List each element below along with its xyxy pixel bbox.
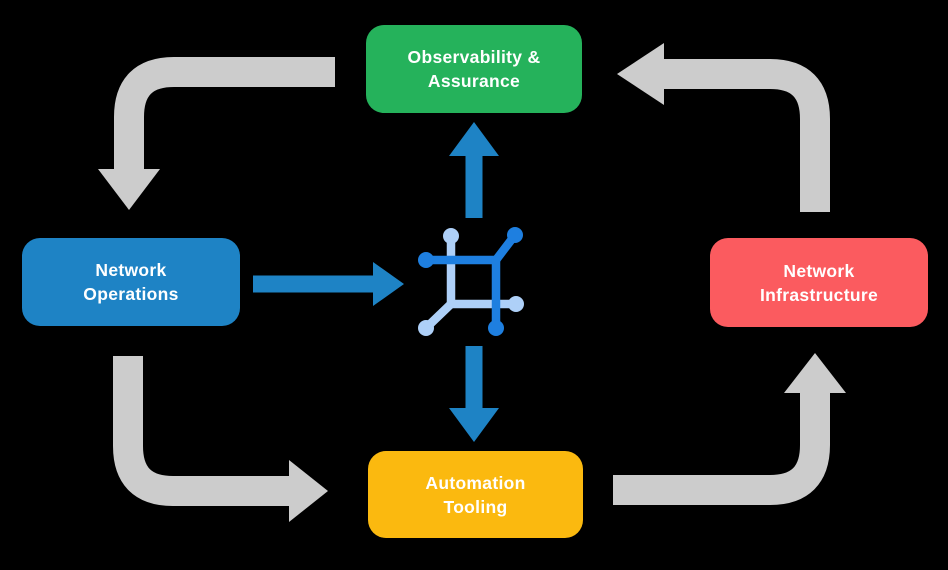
node-label-line: Infrastructure — [760, 284, 878, 305]
cycle-arrow-bottom-right — [613, 353, 846, 505]
cycle-arrow-top-left-head — [98, 169, 160, 210]
node-network-operations: Network Operations — [22, 238, 240, 326]
node-automation-tooling: Automation Tooling — [368, 451, 583, 538]
icon-left-node — [418, 252, 434, 268]
cycle-arrow-bottom-left — [113, 356, 328, 522]
flow-arrow-right — [253, 262, 404, 306]
node-label-line: Observability & — [407, 47, 541, 67]
node-label-line: Automation — [425, 472, 526, 493]
icon-right-node — [508, 296, 524, 312]
node-label-line: Network — [95, 260, 167, 280]
cycle-arrow-bottom-left-shaft — [113, 356, 290, 506]
cycle-arrow-top-right — [617, 43, 830, 212]
cycle-arrow-bottom-right-head — [784, 353, 846, 393]
cycle-arrow-bottom-right-shaft — [613, 392, 830, 505]
node-label-line: Assurance — [427, 71, 521, 91]
cycle-arrow-top-right-head — [617, 43, 664, 105]
cycle-arrow-top-left-shaft — [114, 57, 335, 170]
flow-arrow-down — [449, 346, 499, 442]
flow-arrow-up-head — [449, 122, 499, 156]
flow-arrow-down-head — [449, 408, 499, 442]
icon-top-node — [443, 228, 459, 244]
node-label-line: Network — [783, 260, 855, 281]
icon-bottom-left-node — [418, 320, 434, 336]
cycle-arrow-bottom-left-head — [289, 460, 328, 522]
node-label-line: Operations — [83, 284, 179, 304]
icon-bottom-node — [488, 320, 504, 336]
node-label-line: Tooling — [443, 496, 508, 517]
flow-arrow-up — [449, 122, 499, 218]
cycle-arrow-top-right-shaft — [663, 59, 830, 212]
cycle-arrow-top-left — [98, 57, 335, 210]
node-network-infrastructure: Network Infrastructure — [710, 238, 928, 327]
node-observability-assurance: Observability & Assurance — [366, 25, 582, 113]
network-node-icon — [418, 227, 524, 336]
icon-top-right-node — [507, 227, 523, 243]
flow-arrow-right-head — [373, 262, 404, 306]
